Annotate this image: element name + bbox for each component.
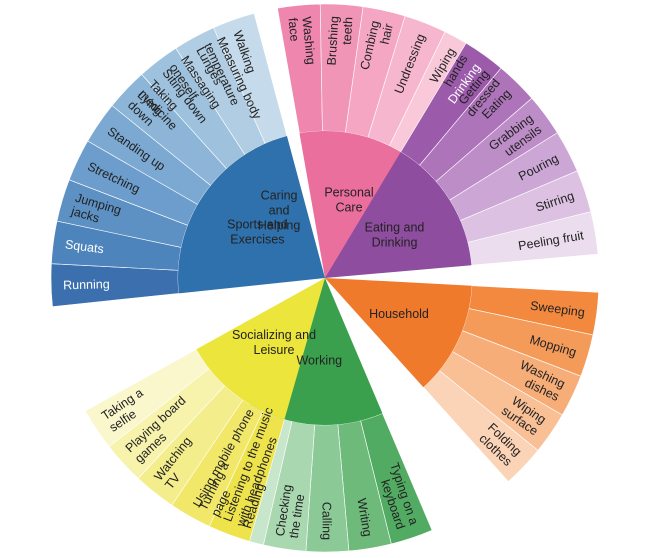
category-segment-socializing-and-leisure	[196, 278, 325, 420]
category-label-line: Caring	[261, 189, 298, 203]
activity-label-running: Running	[63, 277, 110, 292]
activity-label-wiping-hands: Wipinghands	[427, 45, 471, 92]
activity-label-line: teeth	[340, 16, 356, 45]
category-label-line: Leisure	[254, 343, 295, 357]
category-label-line: Working	[296, 353, 342, 367]
activity-label-line: Squats	[64, 237, 104, 256]
category-label-line: Helping	[258, 219, 300, 233]
category-label-working: Working	[296, 353, 342, 367]
activity-label-squats: Squats	[64, 237, 104, 256]
activity-label-line: the time	[287, 493, 307, 539]
category-label-line: Eating and	[365, 221, 425, 235]
category-label-line: Personal	[324, 186, 373, 200]
activity-label-line: Calling	[319, 502, 333, 540]
category-segment-eating-and-drinking	[325, 151, 472, 278]
category-ring	[178, 131, 472, 425]
activity-label-checking-the-time: Checkingthe time	[273, 484, 308, 540]
activity-label-writing: Writing	[354, 497, 374, 537]
category-label-household: Household	[369, 307, 429, 321]
category-label-line: Household	[369, 307, 429, 321]
category-label-line: Drinking	[372, 236, 418, 250]
activity-label-line: Writing	[354, 497, 374, 537]
category-segment-household	[325, 278, 472, 388]
activity-label-line: hair	[378, 22, 396, 45]
category-segment-sports-and-exercises	[178, 136, 325, 294]
activity-label-line: Washing	[299, 16, 318, 65]
activity-label-calling: Calling	[319, 502, 333, 540]
activity-label-line: Brushing	[325, 16, 342, 66]
category-label-line: Care	[335, 201, 362, 215]
activity-ring	[50, 3, 599, 553]
category-label-line: Sports and	[227, 218, 288, 232]
category-label-line: Exercises	[230, 233, 284, 247]
activity-label-line: face	[285, 17, 301, 42]
category-label-line: and	[269, 204, 290, 218]
activity-label-brushing-teeth: Brushingteeth	[325, 16, 356, 67]
category-label-line: Socializing and	[232, 328, 316, 342]
activity-label-line: Running	[63, 277, 110, 292]
activity-label-washing-face: Washingface	[285, 16, 317, 67]
